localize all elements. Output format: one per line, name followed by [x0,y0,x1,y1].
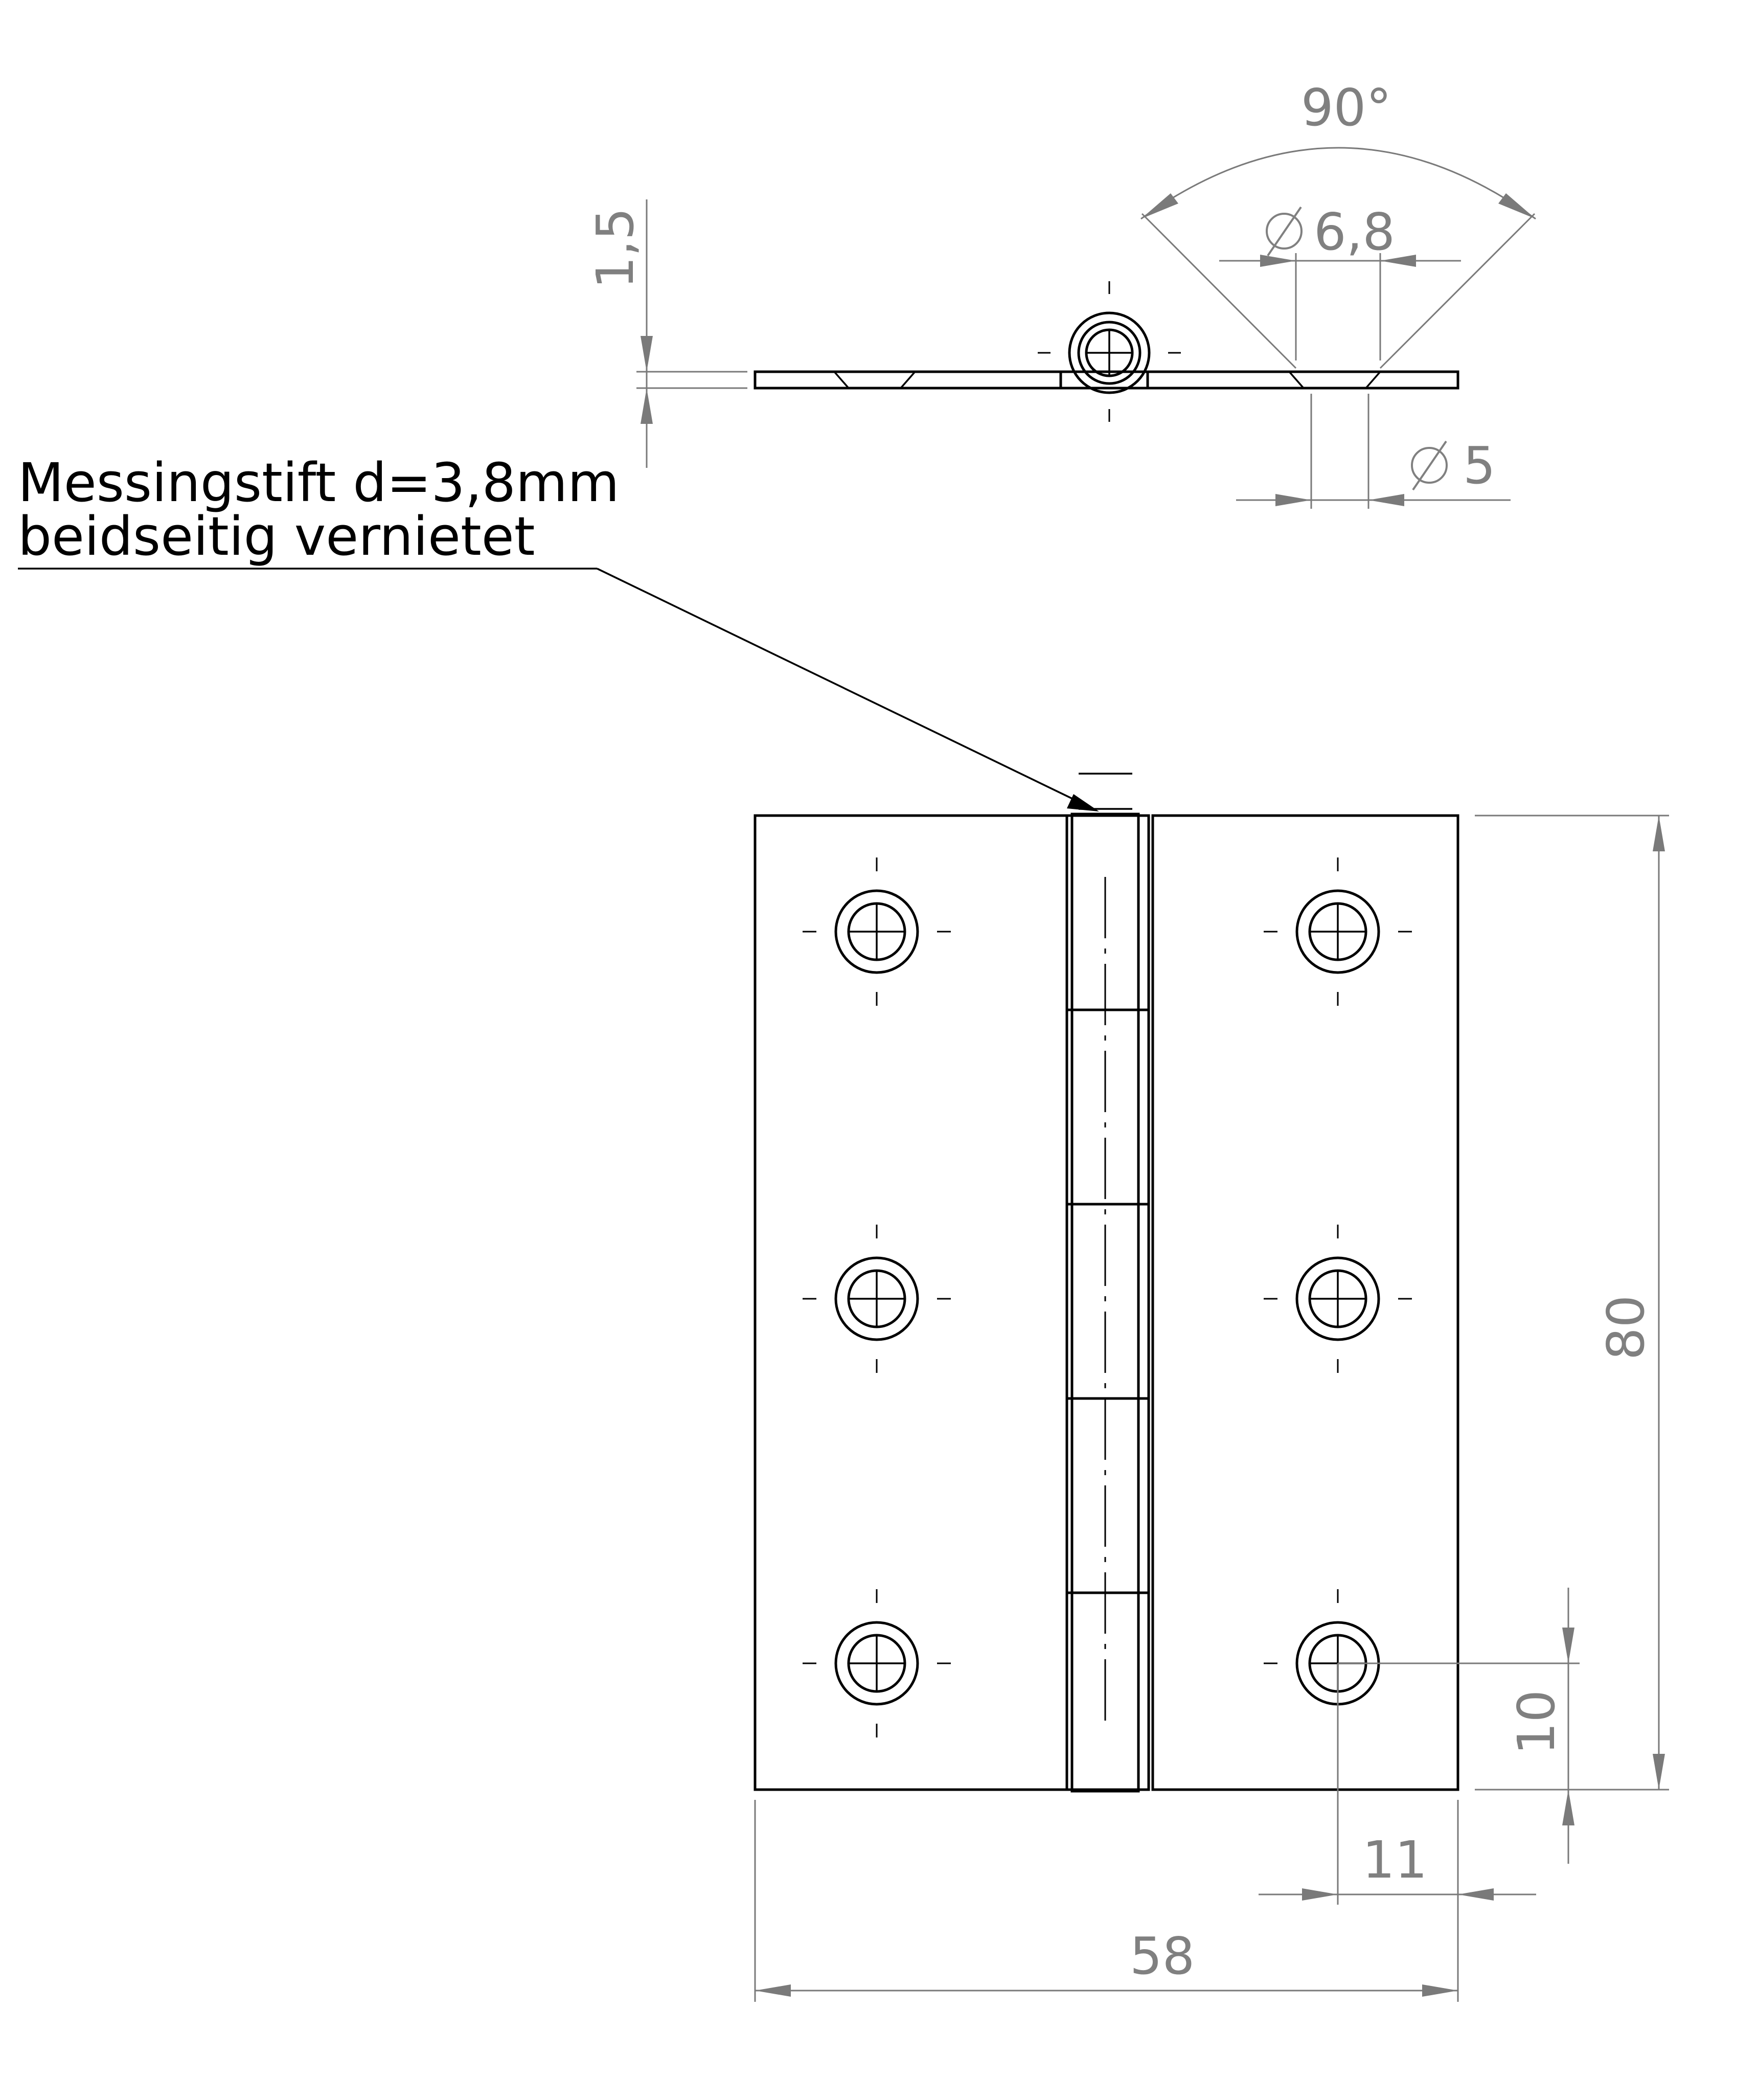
note-line-2: beidseitig vernietet [18,505,535,568]
dim-thickness: 1,5 [585,208,645,289]
countersink-left [833,371,916,389]
side-view [754,281,1459,422]
screw-hole-icon [1264,857,1412,1006]
front-view [754,773,1459,1793]
dim-hole-offset-bottom: 10 [1506,1690,1566,1755]
knuckle [1065,773,1150,1793]
pin-note: Messingstift d=3,8mm beidseitig verniete… [18,451,1099,811]
dim-width: 58 [1130,1926,1195,1986]
screw-hole-icon [803,1225,951,1373]
screw-hole-icon [803,857,951,1006]
dim-countersink-diameter: 6,8 [1314,202,1395,262]
leaf-right [1151,814,1459,1791]
screw-hole-icon [803,1589,951,1737]
dim-angle: 90° [1301,78,1391,138]
diameter-symbol-icon [1411,440,1448,491]
note-line-1: Messingstift d=3,8mm [18,451,620,514]
dimensions: 90° 6,8 5 1,5 [585,78,1669,2002]
dim-height: 80 [1596,1295,1656,1360]
side-view-plate [754,370,1459,390]
leader-arrow-icon [1067,794,1099,811]
dim-hole-offset-side: 11 [1362,1830,1427,1890]
side-view-knuckle [1068,311,1151,394]
leaf-left [754,814,1068,1791]
screw-hole-icon [1264,1225,1412,1373]
countersink-right [1288,371,1381,389]
dim-hole-diameter: 5 [1463,436,1496,495]
diameter-symbol-icon [1266,206,1303,257]
